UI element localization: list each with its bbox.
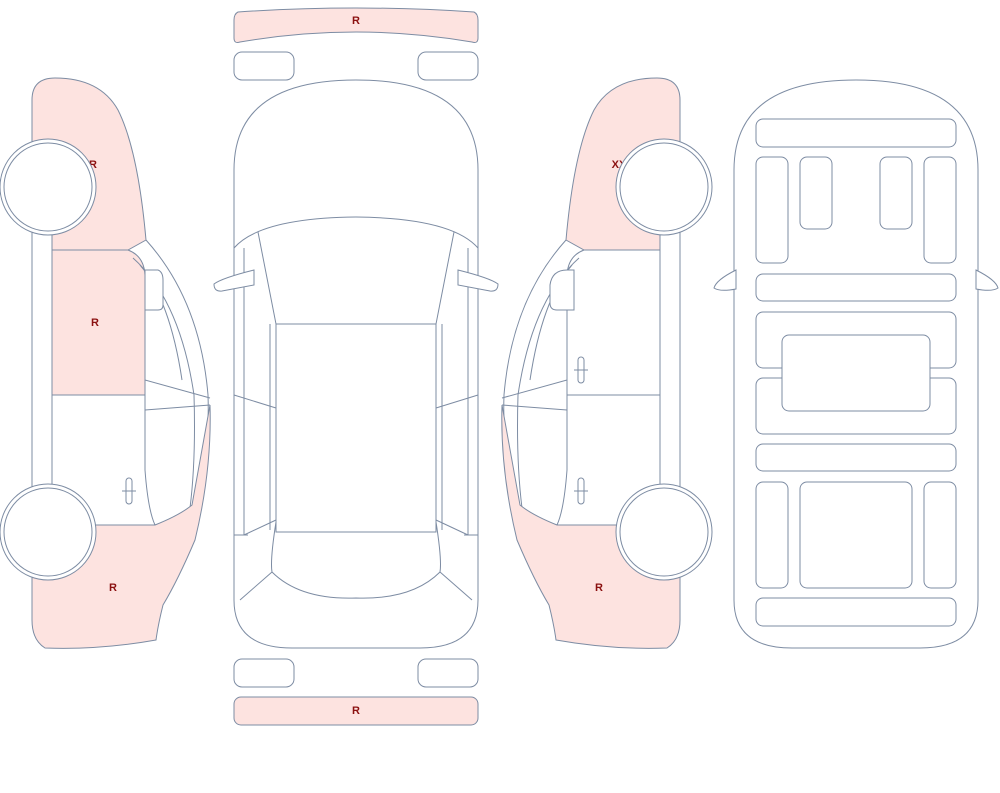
left-sill[interactable] <box>31 229 53 491</box>
underside-panel-fl-inner[interactable] <box>799 156 833 230</box>
right-sill[interactable] <box>659 229 681 491</box>
underside-panel-crossmember[interactable] <box>755 443 957 472</box>
right-rear-quarter-label: R <box>595 582 603 594</box>
left-headlight[interactable] <box>233 51 295 81</box>
right-mirror[interactable] <box>549 269 575 311</box>
underside-view <box>713 79 999 649</box>
rear-bumper-label: R <box>352 705 360 717</box>
right-headlight[interactable] <box>417 51 479 81</box>
rear-bumper[interactable] <box>233 696 479 726</box>
left-rear-quarter-label: R <box>109 582 117 594</box>
left-rear-quarter[interactable] <box>31 404 211 649</box>
top-right-mirror[interactable] <box>457 269 499 292</box>
left-taillight[interactable] <box>233 658 295 688</box>
underside-panel-front[interactable] <box>755 118 957 148</box>
right-front-door[interactable] <box>566 249 661 396</box>
underside-panel-rr[interactable] <box>923 481 957 589</box>
left-mirror[interactable] <box>144 269 164 311</box>
front-bumper[interactable] <box>233 7 479 43</box>
top-body[interactable] <box>233 79 479 649</box>
underside-panel-fr[interactable] <box>923 156 957 264</box>
right-side-view: XX R <box>501 77 713 649</box>
underside-panel-rear[interactable] <box>755 597 957 627</box>
front-bumper-label: R <box>352 15 360 27</box>
underside-panel-rl[interactable] <box>755 481 789 589</box>
underside-panel-fr-inner[interactable] <box>879 156 913 230</box>
top-left-mirror[interactable] <box>213 269 255 292</box>
underside-panel-firewall[interactable] <box>755 273 957 302</box>
left-front-door[interactable] <box>51 249 146 396</box>
underside-panel-fl[interactable] <box>755 156 789 264</box>
underside-panel-trunk[interactable] <box>799 481 913 589</box>
top-view: R R <box>213 7 499 726</box>
left-front-fender-label: R <box>89 159 97 171</box>
left-front-door-label: R <box>91 317 99 329</box>
left-side-view: R R R <box>0 77 211 649</box>
roof[interactable] <box>275 323 437 533</box>
right-rear-quarter[interactable] <box>501 404 681 649</box>
right-taillight[interactable] <box>417 658 479 688</box>
underside-panel-center[interactable] <box>781 334 931 412</box>
